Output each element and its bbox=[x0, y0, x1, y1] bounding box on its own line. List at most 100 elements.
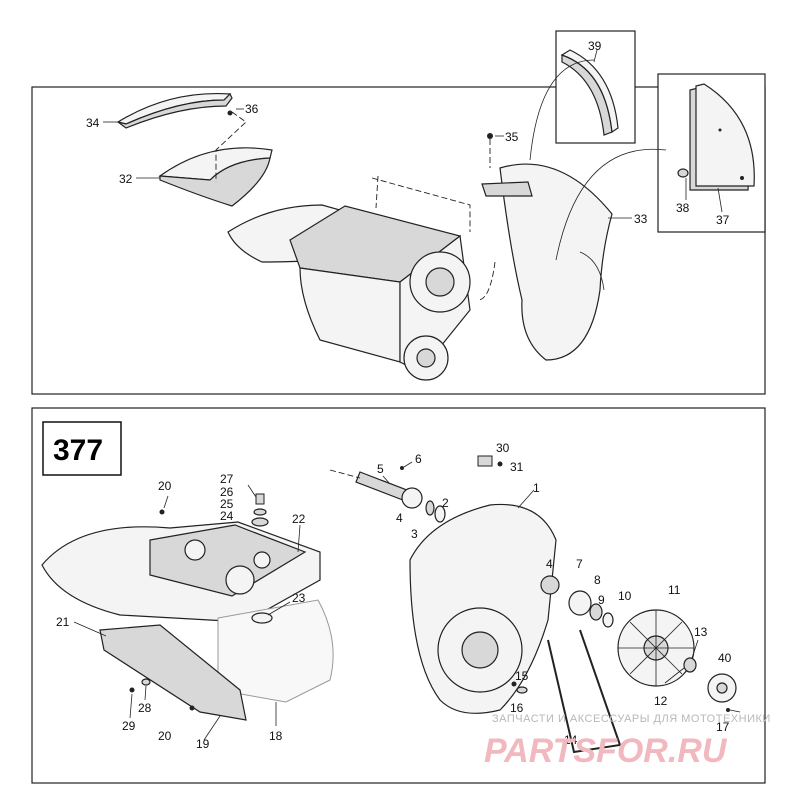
part-32-cover-side bbox=[159, 157, 271, 207]
callout-11: 11 bbox=[668, 583, 681, 597]
callout-20: 20 bbox=[158, 479, 172, 493]
part-35-bolt bbox=[487, 133, 493, 139]
part-33-detail bbox=[579, 251, 605, 291]
part-20-screw bbox=[159, 509, 165, 515]
part-11-fan-blades bbox=[618, 610, 694, 686]
part-4-bearing bbox=[401, 487, 423, 509]
leader bbox=[163, 495, 169, 509]
part-22-port bbox=[184, 539, 206, 561]
callout-9: 9 bbox=[598, 593, 605, 607]
part-25-washer bbox=[253, 508, 267, 516]
callout-17: 17 bbox=[716, 720, 730, 734]
part-14-belt bbox=[547, 629, 622, 754]
part-31-screw bbox=[497, 461, 503, 467]
callout-23: 23 bbox=[292, 591, 306, 605]
part-20-screw bbox=[189, 705, 195, 711]
leader bbox=[691, 639, 699, 659]
leader bbox=[529, 59, 595, 161]
leader bbox=[729, 709, 741, 713]
callout-18: 18 bbox=[269, 729, 283, 743]
callout-7: 7 bbox=[576, 557, 583, 571]
leader-dash bbox=[215, 111, 247, 182]
part-2-circlip bbox=[434, 505, 446, 523]
part-29-screw bbox=[129, 687, 135, 693]
leader bbox=[144, 685, 147, 701]
inset-box-39 bbox=[555, 30, 636, 144]
callout-10: 10 bbox=[618, 589, 632, 603]
callout-20: 20 bbox=[158, 729, 172, 743]
callout-30: 30 bbox=[496, 441, 510, 455]
part-24-grommet bbox=[251, 517, 269, 527]
leader bbox=[555, 148, 667, 261]
part-30-clip bbox=[477, 455, 493, 467]
callout-39: 39 bbox=[588, 39, 602, 53]
callout-19: 19 bbox=[196, 737, 210, 751]
callout-14: 14 bbox=[564, 733, 578, 747]
callout-4: 4 bbox=[546, 557, 553, 571]
part-34-trim-edge bbox=[117, 92, 233, 129]
engine-block bbox=[299, 267, 401, 363]
part-33-bracket bbox=[481, 181, 533, 197]
part-26-bolt bbox=[255, 493, 265, 505]
figure-number-box bbox=[42, 421, 122, 476]
top-panel-frame bbox=[31, 86, 766, 395]
part-3-ring bbox=[425, 500, 435, 516]
leader bbox=[247, 484, 257, 498]
part-40-cap-center bbox=[716, 682, 728, 694]
callout-32: 32 bbox=[119, 172, 133, 186]
leader bbox=[717, 187, 723, 213]
leader-dash bbox=[477, 261, 496, 301]
part-6-key bbox=[400, 466, 404, 470]
callout-35: 35 bbox=[505, 130, 519, 144]
callout-27: 27 bbox=[220, 472, 234, 486]
callout-15: 15 bbox=[515, 669, 529, 683]
leader bbox=[267, 601, 291, 616]
part-7-pulley bbox=[568, 590, 592, 616]
callout-34: 34 bbox=[86, 116, 100, 130]
leader bbox=[517, 489, 535, 509]
leader-dash bbox=[371, 175, 471, 232]
callout-24: 24 bbox=[220, 509, 234, 523]
engine-starter-hub bbox=[416, 348, 436, 368]
callout-33: 33 bbox=[634, 212, 648, 226]
callout-28: 28 bbox=[138, 701, 152, 715]
callout-4: 4 bbox=[396, 511, 403, 525]
callout-36: 36 bbox=[245, 102, 259, 116]
leader bbox=[129, 693, 133, 719]
part-38-washer bbox=[677, 168, 689, 178]
leader bbox=[403, 461, 413, 468]
part-19-bracket bbox=[99, 624, 247, 721]
part-1-housing-hub bbox=[461, 631, 499, 669]
watermark-logo: PARTSFOR.RU bbox=[484, 732, 728, 770]
callout-38: 38 bbox=[676, 201, 690, 215]
part-37-hole bbox=[718, 128, 722, 132]
callout-6: 6 bbox=[415, 452, 422, 466]
callout-12: 12 bbox=[654, 694, 668, 708]
callout-21: 21 bbox=[56, 615, 70, 629]
leader bbox=[297, 524, 301, 553]
leader bbox=[203, 715, 221, 741]
callout-3: 3 bbox=[411, 527, 418, 541]
callout-37: 37 bbox=[716, 213, 730, 227]
leader bbox=[73, 621, 107, 637]
part-28-washer bbox=[141, 678, 151, 686]
leader-dash bbox=[329, 469, 361, 479]
callout-25: 25 bbox=[220, 497, 234, 511]
callout-31: 31 bbox=[510, 460, 524, 474]
part-18-housing bbox=[217, 599, 334, 703]
part-9-washer bbox=[602, 612, 614, 628]
bottom-panel-frame bbox=[31, 407, 766, 784]
watermark-caption: ЗАПЧАСТИ И АКСЕССУАРЫ ДЛЯ МОТОТЕХНИКИ bbox=[492, 713, 771, 725]
callout-40: 40 bbox=[718, 651, 732, 665]
part-22-port bbox=[225, 565, 255, 595]
callout-1: 1 bbox=[533, 481, 540, 495]
callout-22: 22 bbox=[292, 512, 306, 526]
part-37-hole bbox=[740, 176, 744, 180]
callout-16: 16 bbox=[510, 701, 524, 715]
part-17-screw bbox=[726, 708, 730, 712]
leader bbox=[664, 667, 685, 684]
engine-fan-hub bbox=[425, 267, 455, 297]
part-12-nut bbox=[683, 657, 697, 673]
part-23-grommet bbox=[251, 612, 273, 624]
